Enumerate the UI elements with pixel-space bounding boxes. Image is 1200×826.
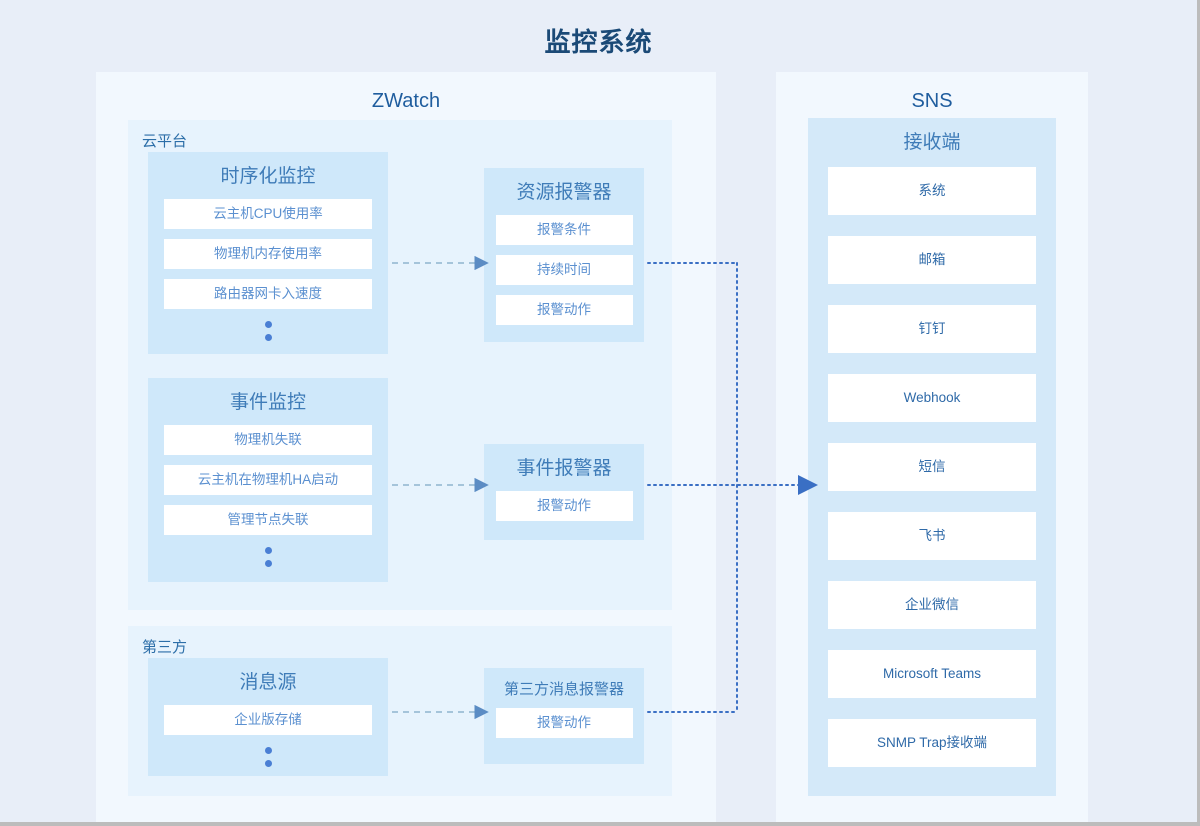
- list-item[interactable]: 云主机CPU使用率: [164, 198, 372, 229]
- list-item[interactable]: 路由器网卡入速度: [164, 278, 372, 309]
- receiver-item[interactable]: 企业微信: [828, 580, 1036, 629]
- box-event-alarm: 事件报警器 报警动作: [484, 444, 644, 540]
- group-cloud-platform-label: 云平台: [142, 133, 188, 150]
- receiver-item[interactable]: 钉钉: [828, 304, 1036, 353]
- receiver-item[interactable]: 系统: [828, 166, 1036, 215]
- ellipsis-more-icon: [148, 545, 388, 567]
- list-item[interactable]: 云主机在物理机HA启动: [164, 464, 372, 495]
- box-resource-alarm: 资源报警器 报警条件 持续时间 报警动作: [484, 168, 644, 342]
- list-item[interactable]: 企业版存储: [164, 704, 372, 735]
- group-third-party-label: 第三方: [142, 639, 188, 656]
- box-event-alarm-title: 事件报警器: [516, 458, 612, 479]
- box-receivers-title: 接收端: [903, 132, 961, 153]
- box-message-source: 消息源 企业版存储: [148, 658, 388, 776]
- list-item[interactable]: 报警动作: [495, 294, 633, 325]
- list-item[interactable]: 报警条件: [495, 214, 633, 245]
- receiver-item[interactable]: SNMP Trap接收端: [828, 718, 1036, 767]
- ellipsis-more-icon: [148, 745, 388, 767]
- box-event-monitor-title: 事件监控: [229, 392, 306, 413]
- ellipsis-more-icon: [148, 319, 388, 341]
- box-receivers: 接收端 系统 邮箱 钉钉 Webhook 短信 飞书 企业微信 Microsof…: [808, 118, 1056, 796]
- page-title: 监控系统: [544, 27, 653, 57]
- list-item[interactable]: 物理机内存使用率: [164, 238, 372, 269]
- receiver-item[interactable]: Webhook: [828, 373, 1036, 422]
- list-item[interactable]: 报警动作: [495, 490, 633, 521]
- receiver-item[interactable]: 邮箱: [828, 235, 1036, 284]
- box-metric-monitor-title: 时序化监控: [220, 166, 316, 187]
- list-item[interactable]: 报警动作: [495, 708, 633, 738]
- list-item[interactable]: 物理机失联: [164, 424, 372, 455]
- box-resource-alarm-title: 资源报警器: [516, 182, 612, 203]
- receiver-item[interactable]: Microsoft Teams: [828, 649, 1036, 698]
- zwatch-panel-title: ZWatch: [371, 90, 441, 112]
- receiver-item[interactable]: 短信: [828, 442, 1036, 491]
- box-message-source-title: 消息源: [239, 672, 297, 693]
- receiver-item[interactable]: 飞书: [828, 511, 1036, 560]
- list-item[interactable]: 持续时间: [495, 254, 633, 285]
- box-event-monitor: 事件监控 物理机失联 云主机在物理机HA启动 管理节点失联: [148, 378, 388, 582]
- box-third-party-alarm-title: 第三方消息报警器: [503, 681, 624, 698]
- box-third-party-alarm: 第三方消息报警器 报警动作: [484, 668, 644, 764]
- sns-panel-title: SNS: [911, 90, 953, 112]
- box-metric-monitor: 时序化监控 云主机CPU使用率 物理机内存使用率 路由器网卡入速度: [148, 152, 388, 354]
- list-item[interactable]: 管理节点失联: [164, 504, 372, 535]
